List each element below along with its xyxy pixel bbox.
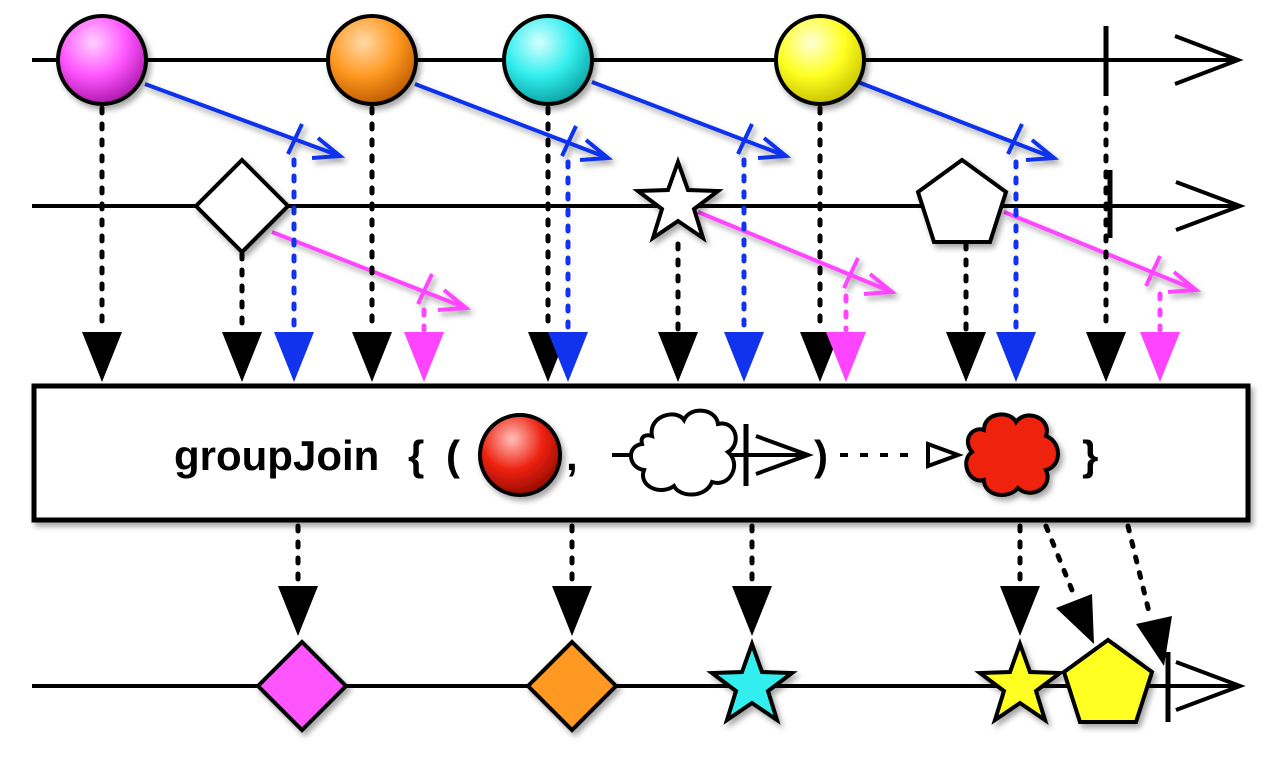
mapping-arrow xyxy=(840,441,964,469)
down-arrow-icon xyxy=(996,332,1036,382)
output-arrowheads xyxy=(278,586,1172,666)
duration-window-arrow xyxy=(144,82,346,160)
down-arrow-icon xyxy=(658,332,698,382)
duration-window-arrow xyxy=(271,230,472,312)
down-arrow-icon xyxy=(800,332,840,382)
down-arrow-icon xyxy=(1140,332,1180,382)
operator-open-brace: { xyxy=(408,432,424,479)
operator-name: groupJoin xyxy=(174,432,379,479)
down-arrow-icon xyxy=(274,332,314,382)
down-arrow-icon xyxy=(946,332,986,382)
star-icon xyxy=(706,638,798,725)
right-duration-windows xyxy=(271,210,1202,312)
duration-window-arrow xyxy=(697,210,898,296)
cloud-icon xyxy=(629,408,738,497)
down-arrow-icon xyxy=(1056,594,1094,644)
output-drop-lines xyxy=(295,523,1153,619)
diamond-icon xyxy=(255,639,349,733)
duration-window-arrow xyxy=(1003,210,1202,294)
down-arrow-icon xyxy=(404,332,444,382)
circle-icon xyxy=(56,14,148,106)
down-arrow-icon xyxy=(1136,616,1172,666)
duration-window-arrow xyxy=(414,82,614,162)
diamond-icon xyxy=(193,157,291,255)
input-arrowheads xyxy=(82,332,1180,382)
down-arrow-icon xyxy=(278,586,318,636)
right-arrow-icon xyxy=(926,441,964,469)
down-arrow-icon xyxy=(724,332,764,382)
left-stream-timeline xyxy=(32,26,1244,96)
down-arrow-icon xyxy=(732,586,772,636)
result-stream-items xyxy=(255,637,1155,733)
down-arrow-icon xyxy=(1086,332,1126,382)
operator-close-brace: } xyxy=(1082,432,1098,479)
window-observable xyxy=(612,408,814,497)
pentagon-icon xyxy=(915,157,1009,244)
star-icon xyxy=(632,156,724,243)
down-arrow-icon xyxy=(82,332,122,382)
down-arrow-icon xyxy=(548,332,588,382)
cloud-icon xyxy=(964,412,1060,497)
pentagon-icon xyxy=(1061,637,1155,724)
down-arrow-icon xyxy=(826,332,866,382)
duration-window-arrow xyxy=(591,80,792,160)
diamond-icon xyxy=(525,639,619,733)
down-arrow-icon xyxy=(1000,586,1040,636)
circle-icon xyxy=(478,413,562,497)
star-icon xyxy=(974,638,1066,725)
right-stream-items xyxy=(193,156,1009,255)
down-arrow-icon xyxy=(222,332,262,382)
operator-comma: , xyxy=(566,432,578,479)
down-arrow-icon xyxy=(352,332,392,382)
left-stream-items xyxy=(56,14,866,106)
circle-icon xyxy=(326,14,418,106)
down-arrow-icon xyxy=(552,586,592,636)
operator-label: groupJoin { ( , ) } xyxy=(174,408,1098,497)
result-stream-timeline xyxy=(32,652,1246,722)
input-drop-lines xyxy=(99,105,1163,333)
circle-icon xyxy=(502,14,594,106)
duration-window-arrow xyxy=(857,80,1060,162)
circle-icon xyxy=(774,14,866,106)
operator-open-paren: ( xyxy=(446,432,460,479)
operator-close-paren: ) xyxy=(814,432,828,479)
left-duration-windows xyxy=(144,80,1060,162)
